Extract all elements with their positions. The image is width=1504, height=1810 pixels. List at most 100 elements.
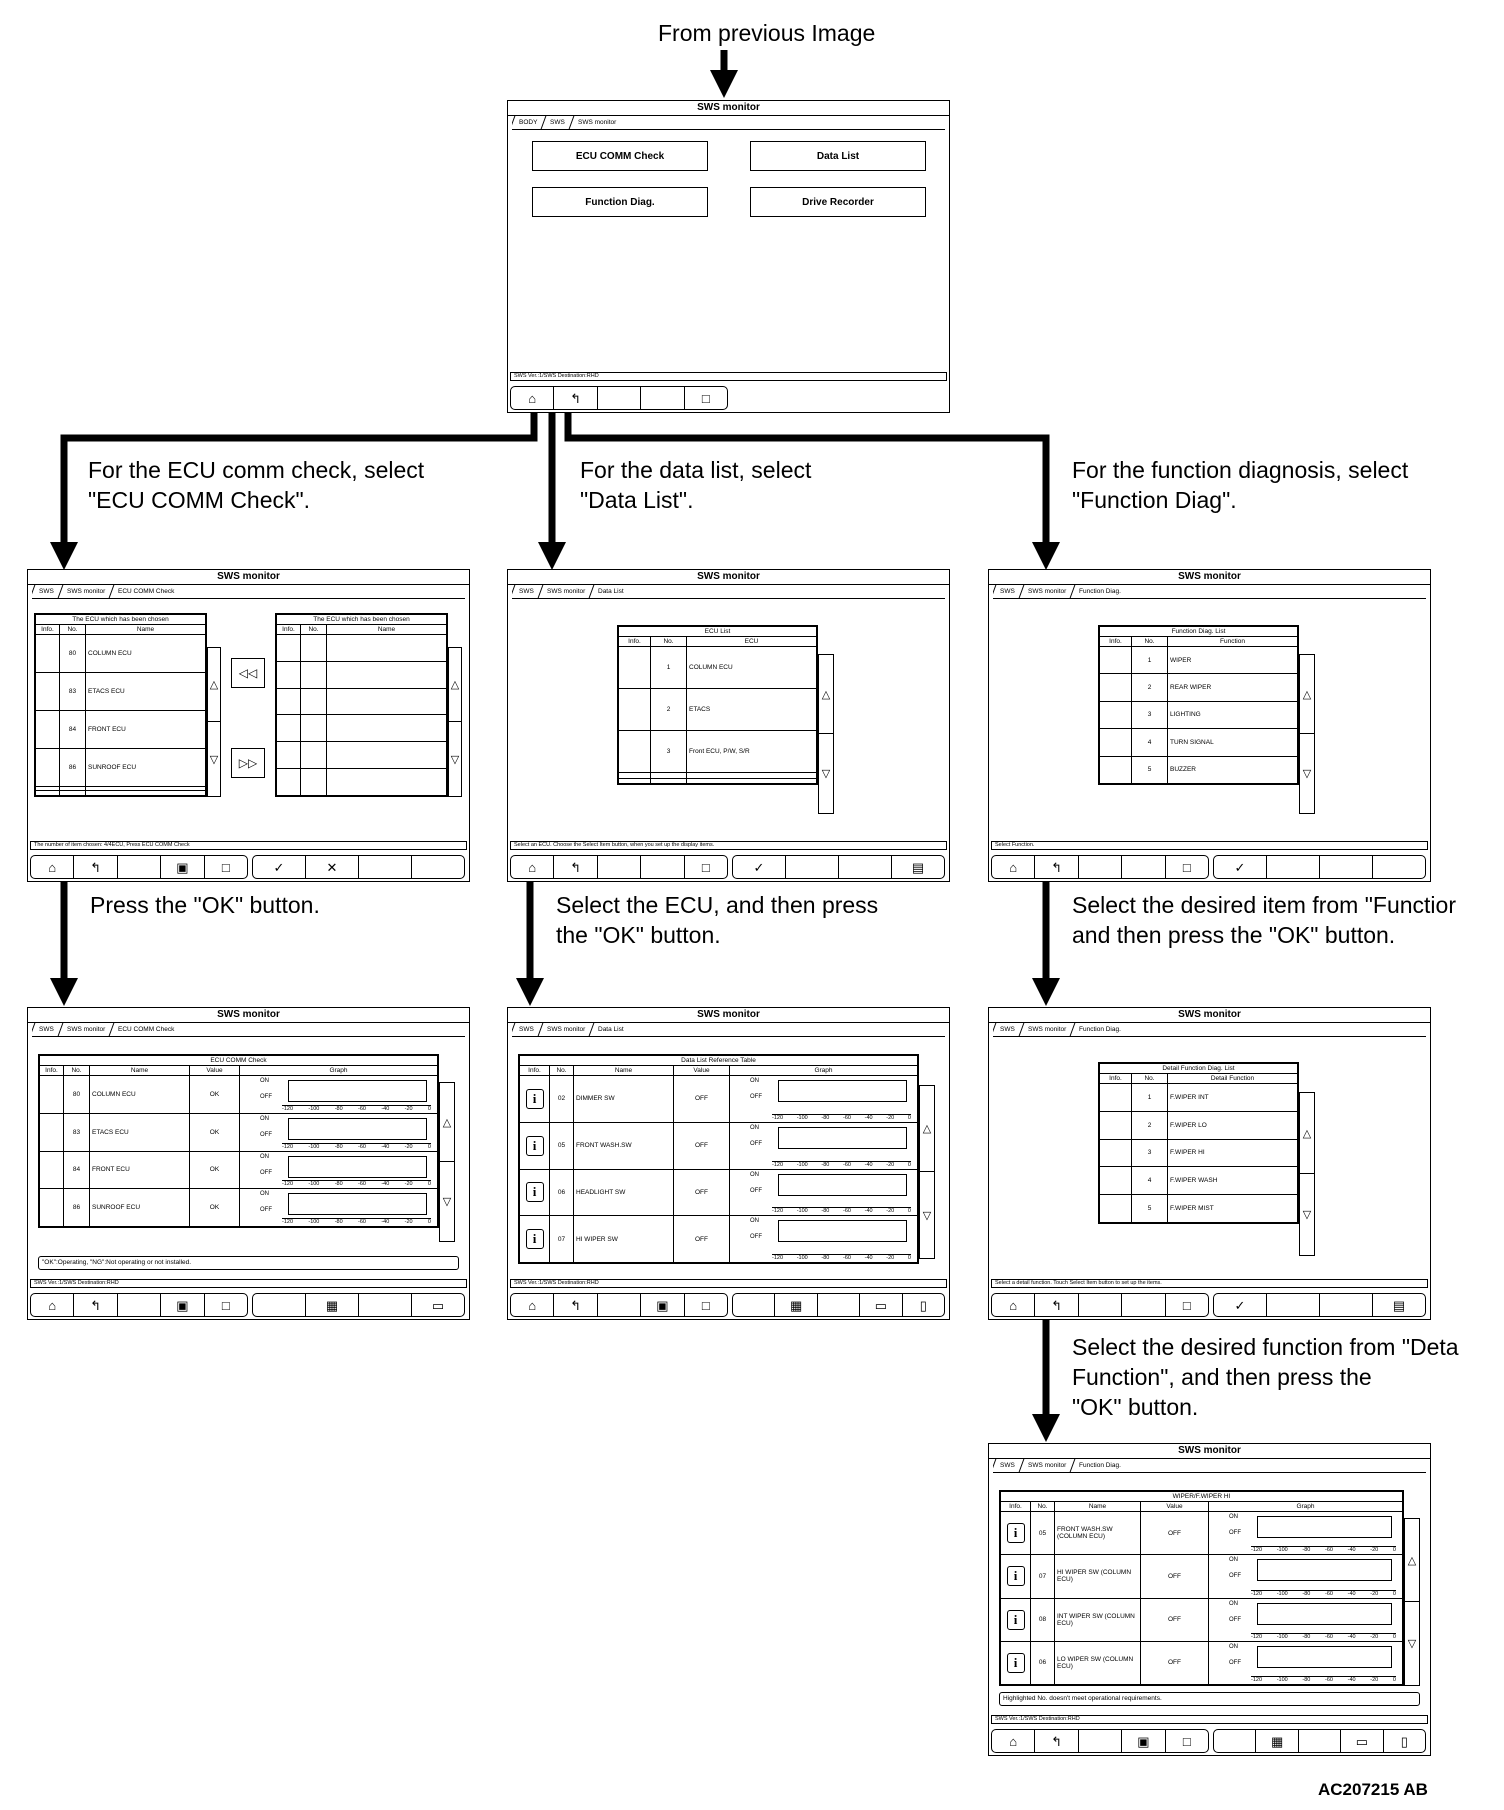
scroll-down-icon[interactable]: ▽ — [1302, 768, 1312, 780]
ok-check-icon[interactable]: ✓ — [273, 859, 285, 875]
home-icon[interactable]: ⌂ — [528, 859, 537, 875]
info-icon[interactable]: i — [1006, 1566, 1025, 1587]
cancel-icon[interactable]: ✕ — [305, 856, 358, 878]
scrollbar[interactable]: △▽ — [1404, 1518, 1420, 1686]
print-icon[interactable]: ▣ — [160, 856, 203, 878]
crumb[interactable]: SWS monitor — [57, 585, 114, 598]
crumb[interactable]: ECU COMM Check — [108, 1023, 183, 1036]
table-view-icon[interactable]: ▦ — [305, 1294, 358, 1316]
scroll-down-icon[interactable]: ▽ — [442, 1196, 452, 1208]
book-icon[interactable]: □ — [1164, 1730, 1208, 1752]
home-icon[interactable]: ⌂ — [528, 390, 537, 406]
scroll-down-icon[interactable]: ▽ — [450, 753, 460, 766]
back-icon[interactable]: ↰ — [553, 387, 596, 409]
crumb[interactable]: Function Diag. — [1069, 1459, 1130, 1472]
book-icon[interactable]: □ — [203, 856, 247, 878]
crumb[interactable]: Function Diag. — [1069, 1023, 1130, 1036]
scroll-up-icon[interactable]: △ — [920, 1086, 934, 1172]
move-left-button[interactable]: ◁◁ — [231, 658, 265, 688]
ok-check-icon[interactable]: ✓ — [1234, 1297, 1246, 1313]
scrollbar[interactable]: △▽ — [919, 1085, 935, 1259]
crumb[interactable]: Function Diag. — [1069, 585, 1130, 598]
ok-check-icon[interactable]: ✓ — [1234, 859, 1246, 875]
back-icon[interactable]: ↰ — [1034, 1730, 1077, 1752]
crumb[interactable]: SWS monitor — [537, 1023, 594, 1036]
drive-recorder-button[interactable]: Drive Recorder — [750, 187, 926, 217]
home-icon[interactable]: ⌂ — [48, 859, 57, 875]
crumb[interactable]: Data List — [588, 585, 633, 598]
table-view-icon[interactable]: ▦ — [774, 1294, 816, 1316]
crumb[interactable]: ECU COMM Check — [108, 585, 183, 598]
move-right-button[interactable]: ▷▷ — [231, 748, 265, 778]
scrollbar[interactable]: △▽ — [439, 1082, 455, 1242]
table-view-icon[interactable]: ▦ — [1255, 1730, 1297, 1752]
scroll-down-icon[interactable]: ▽ — [209, 753, 219, 766]
scroll-up-icon[interactable]: △ — [440, 1083, 454, 1162]
home-icon[interactable]: ⌂ — [1009, 1297, 1018, 1313]
scrollbar[interactable]: △▽ — [207, 647, 221, 797]
crumb[interactable]: SWS monitor — [1018, 1459, 1075, 1472]
info-icon[interactable]: i — [1006, 1523, 1025, 1544]
display-icon[interactable]: ▭ — [1340, 1730, 1382, 1752]
display-icon[interactable]: ▭ — [411, 1294, 464, 1316]
print-icon[interactable]: ▣ — [1121, 1730, 1164, 1752]
scroll-down-icon[interactable]: ▽ — [1302, 1209, 1312, 1221]
scrollbar[interactable]: △▽ — [1299, 1092, 1315, 1256]
crumb[interactable]: SWS monitor — [1018, 585, 1075, 598]
crumb[interactable]: SWS monitor — [537, 585, 594, 598]
ecu-comm-check-button[interactable]: ECU COMM Check — [532, 141, 708, 171]
book-icon[interactable]: □ — [1164, 856, 1208, 878]
book-icon[interactable]: □ — [683, 1294, 727, 1316]
back-icon[interactable]: ↰ — [1034, 856, 1077, 878]
book-icon[interactable]: □ — [683, 387, 727, 409]
data-list-button[interactable]: Data List — [750, 141, 926, 171]
home-icon[interactable]: ⌂ — [1009, 859, 1018, 875]
home-icon[interactable]: ⌂ — [1009, 1733, 1018, 1749]
scroll-down-icon[interactable]: ▽ — [922, 1209, 932, 1222]
scrollbar[interactable]: △▽ — [448, 647, 462, 797]
info-icon[interactable]: i — [525, 1135, 544, 1156]
select-item-icon[interactable]: ▤ — [1372, 1294, 1425, 1316]
home-icon[interactable]: ⌂ — [48, 1297, 57, 1313]
scroll-view-icon[interactable]: ▯ — [901, 1294, 944, 1316]
crumb[interactable]: SWS monitor — [568, 116, 625, 129]
back-icon[interactable]: ↰ — [73, 856, 116, 878]
back-icon[interactable]: ↰ — [1034, 1294, 1077, 1316]
list-item[interactable] — [618, 777, 817, 785]
info-icon[interactable]: i — [1006, 1652, 1025, 1673]
crumb[interactable]: SWS monitor — [57, 1023, 114, 1036]
home-icon[interactable]: ⌂ — [528, 1297, 537, 1313]
display-icon[interactable]: ▭ — [859, 1294, 901, 1316]
info-icon[interactable]: i — [525, 1182, 544, 1203]
scroll-up-icon[interactable]: △ — [1300, 655, 1314, 734]
back-icon[interactable]: ↰ — [553, 856, 596, 878]
info-icon[interactable]: i — [525, 1088, 544, 1109]
scrollbar[interactable]: △▽ — [818, 654, 834, 814]
ok-check-icon[interactable]: ✓ — [753, 859, 765, 875]
info-icon[interactable]: i — [525, 1229, 544, 1250]
scroll-up-icon[interactable]: △ — [1300, 1093, 1314, 1174]
book-icon[interactable]: □ — [683, 856, 727, 878]
